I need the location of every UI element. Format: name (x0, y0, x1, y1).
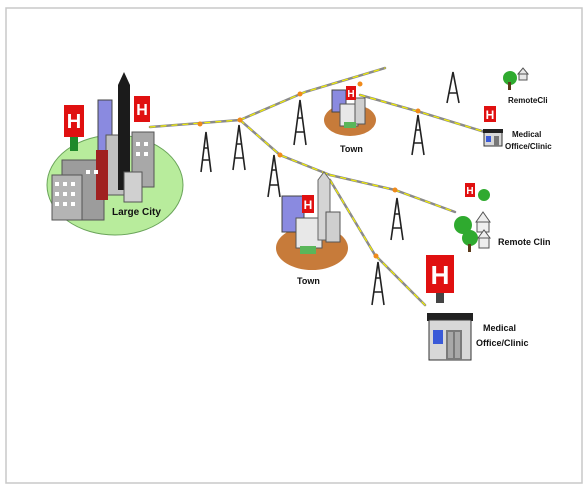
town-lower-label: Town (297, 276, 320, 286)
clinic-lower-label-1: Medical (483, 323, 516, 333)
clinic-upper-label-2: Office/Clinic (505, 142, 552, 151)
large-city: H H Large City (46, 72, 184, 236)
tower-icon (411, 114, 425, 156)
town-upper-label: Town (340, 144, 363, 154)
svg-text:H: H (304, 198, 313, 212)
tower-icon (293, 99, 307, 146)
remote-lower-label: Remote Clin (498, 237, 551, 247)
hospital-sign: H (134, 96, 150, 122)
clinic-upper: H Medical Office/Clinic (483, 106, 552, 151)
clinic-lower: H Medical Office/Clinic (426, 255, 529, 361)
svg-text:H: H (466, 186, 473, 197)
remote-clinic-upper: RemoteCli (503, 67, 548, 105)
svg-text:H: H (347, 89, 354, 100)
remote-clinic-lower: H Remote Clin (454, 183, 551, 252)
tower-icon (446, 71, 460, 104)
tower-icon (267, 154, 281, 198)
tower-icon (232, 124, 246, 171)
svg-text:H: H (486, 108, 495, 122)
clinic-upper-label-1: Medical (512, 130, 541, 139)
tower-icon (200, 131, 212, 173)
hospital-sign: H (465, 183, 475, 197)
tree-icon (478, 189, 490, 201)
cell-towers (200, 71, 460, 306)
hospital-sign: H (302, 195, 314, 213)
tower-icon (390, 197, 404, 241)
relay-markers (197, 81, 421, 259)
hospital-sign: H (426, 255, 454, 303)
tree-icon (462, 230, 478, 246)
town-upper: H Town (324, 86, 376, 154)
tower-icon (371, 261, 385, 306)
clinic-lower-label-2: Office/Clinic (476, 338, 529, 348)
svg-text:H: H (67, 111, 81, 133)
svg-text:H: H (136, 102, 148, 119)
svg-text:H: H (431, 260, 450, 290)
hospital-sign: H (346, 86, 356, 100)
hospital-sign: H (64, 105, 84, 151)
town-lower: H Town (276, 171, 348, 286)
tree-icon (454, 216, 472, 234)
remote-upper-label: RemoteCli (508, 96, 548, 105)
hospital-sign: H (484, 106, 496, 122)
large-city-label: Large City (112, 207, 161, 218)
